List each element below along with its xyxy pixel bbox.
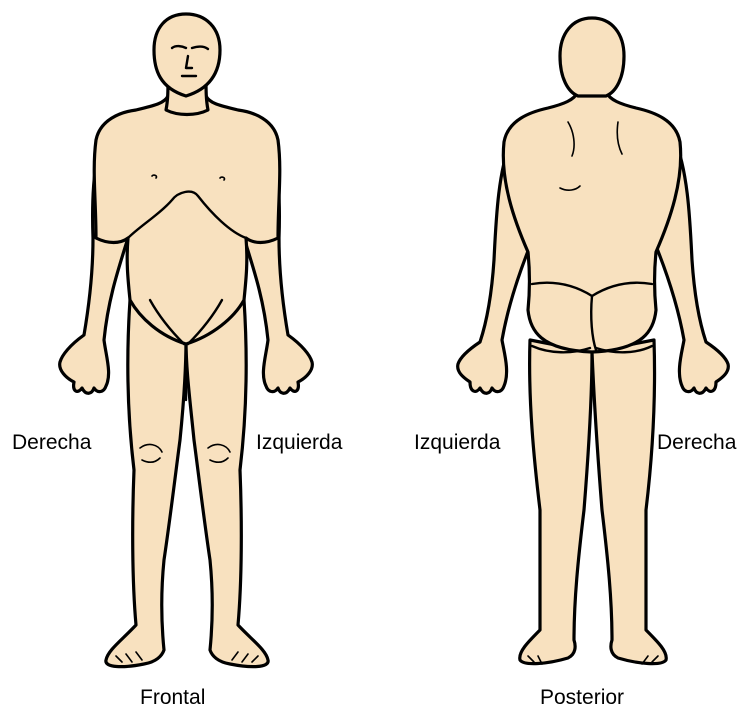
posterior-body-figure — [458, 18, 729, 664]
frontal-body-figure — [60, 14, 313, 667]
posterior-left-side-label: Izquierda — [414, 432, 500, 453]
frontal-view-label: Frontal — [140, 687, 205, 708]
frontal-left-side-label: Izquierda — [256, 432, 342, 453]
frontal-right-side-label: Derecha — [12, 432, 91, 453]
frontal-right-leg — [106, 300, 186, 667]
frontal-torso — [94, 96, 280, 344]
posterior-right-side-label: Derecha — [657, 432, 736, 453]
frontal-head — [154, 14, 220, 96]
posterior-head — [560, 18, 624, 96]
posterior-view-label: Posterior — [540, 687, 624, 708]
frontal-left-leg — [186, 300, 268, 667]
posterior-left-leg — [520, 340, 592, 664]
posterior-right-leg — [592, 340, 666, 664]
